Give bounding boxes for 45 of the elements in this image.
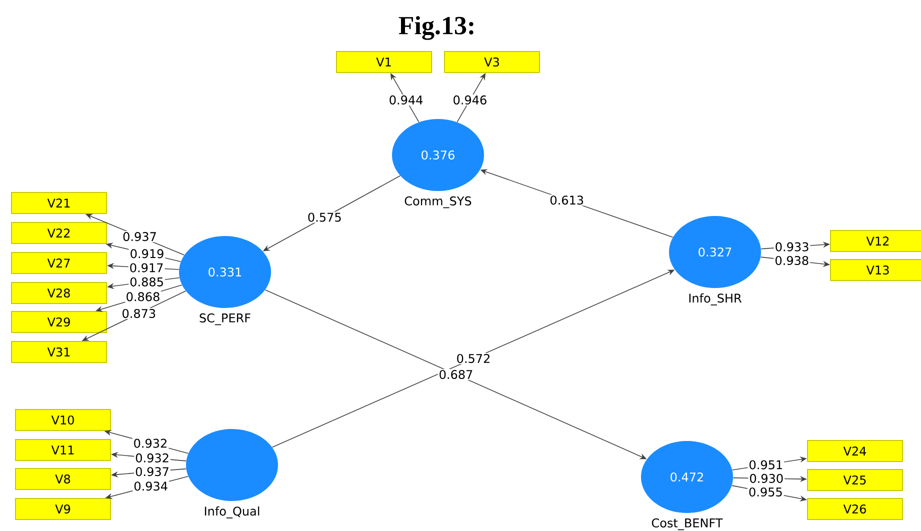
node-name: Comm_SYS <box>404 196 472 208</box>
edge-label: 0.613 <box>548 194 586 206</box>
indicator-box: V25 <box>807 469 903 491</box>
indicator-box: V13 <box>830 259 921 281</box>
indicator-box: V27 <box>11 252 107 274</box>
indicator-box: V28 <box>11 282 107 304</box>
node-name: SC_PERF <box>200 313 250 326</box>
node-name: Info_Qual <box>204 506 260 518</box>
indicator-box: V24 <box>807 440 903 462</box>
edge-label: 0.917 <box>128 262 165 274</box>
edge-label: 0.938 <box>774 254 810 266</box>
edge-label: 0.932 <box>134 452 170 464</box>
indicator-box: V8 <box>15 468 111 490</box>
edge-label: 0.937 <box>134 466 170 478</box>
edge-label: 0.575 <box>306 212 343 223</box>
edge-label: 0.955 <box>748 486 784 498</box>
node-name: Cost_BENFT <box>652 518 723 530</box>
indicator-box: V12 <box>830 230 921 252</box>
node-name: Info_SHR <box>689 293 742 306</box>
edge-label: 0.873 <box>120 308 158 320</box>
title: Fig.13: <box>398 16 474 40</box>
edge-label: 0.933 <box>774 241 810 252</box>
latent-circle <box>186 429 278 501</box>
edge-label: 0.885 <box>128 276 165 288</box>
indicator-box: V1 <box>336 51 432 73</box>
edge-label: 0.944 <box>388 94 424 106</box>
edge-label: 0.937 <box>122 231 158 242</box>
indicator-box: V31 <box>11 341 107 363</box>
edge-label: 0.930 <box>748 472 785 484</box>
edge-label: 0.687 <box>438 368 474 380</box>
indicator-box: V11 <box>15 439 111 461</box>
edge-label: 0.951 <box>748 459 784 470</box>
indicator-box: V3 <box>444 51 540 73</box>
edge-label: 0.919 <box>128 248 166 260</box>
indicator-box: V10 <box>15 409 111 431</box>
edge-label: 0.946 <box>452 94 488 106</box>
indicator-box: V21 <box>11 192 107 214</box>
indicator-box: V9 <box>15 498 111 520</box>
edge-label: 0.868 <box>124 291 162 302</box>
edge-label: 0.572 <box>455 352 492 364</box>
indicator-box: V22 <box>11 222 107 244</box>
indicator-box: V29 <box>11 311 107 333</box>
indicator-box: V26 <box>807 498 903 520</box>
edge-label: 0.932 <box>132 438 169 449</box>
edge-label: 0.934 <box>132 480 170 492</box>
